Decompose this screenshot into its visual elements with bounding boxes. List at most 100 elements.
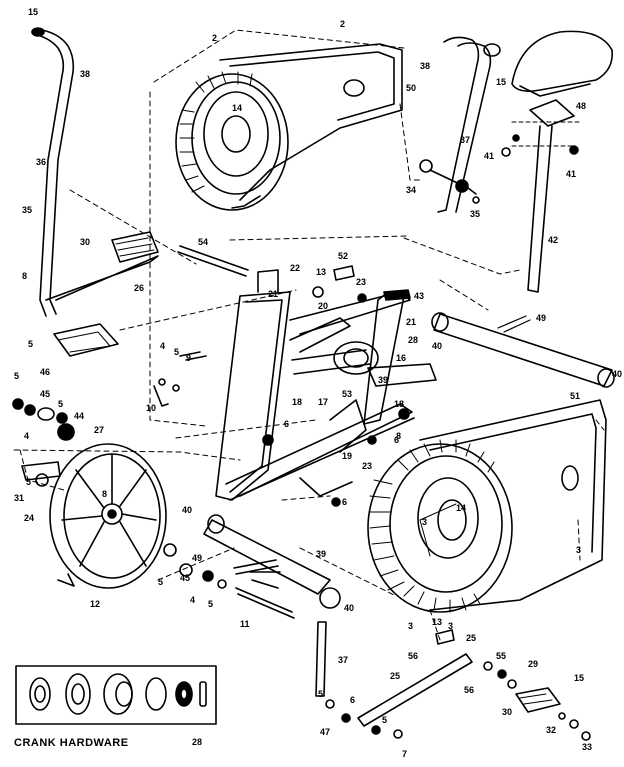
- part-label: 6: [284, 419, 290, 429]
- part-label: 3: [576, 545, 582, 555]
- part-label: 22: [290, 263, 301, 273]
- part-label: 51: [570, 391, 581, 401]
- part-label: 5: [58, 399, 64, 409]
- part-label: 56: [464, 685, 475, 695]
- part-label: 49: [536, 313, 547, 323]
- main-frame: [216, 270, 436, 506]
- part-label: 5: [26, 477, 32, 487]
- part-label: 35: [22, 205, 33, 215]
- part-label: 37: [338, 655, 349, 665]
- part-label: 46: [40, 367, 51, 377]
- part-label: 2: [212, 33, 218, 43]
- part-label: 52: [338, 251, 349, 261]
- part-label: 32: [546, 725, 557, 735]
- part-label: 10: [146, 403, 157, 413]
- part-label: 14: [456, 503, 467, 513]
- part-label: 27: [94, 425, 105, 435]
- right-handlebar: [420, 37, 500, 212]
- part-label: 5: [158, 577, 164, 587]
- part-label: 5: [174, 347, 180, 357]
- part-label: 55: [496, 651, 507, 661]
- part-label: 17: [318, 397, 329, 407]
- part-label: 28: [408, 335, 419, 345]
- part-label: 40: [612, 369, 623, 379]
- part-label: 48: [576, 101, 587, 111]
- part-label: 35: [470, 209, 481, 219]
- part-label: 5: [208, 599, 214, 609]
- part-label: 16: [396, 353, 407, 363]
- left-crank-hardware: [13, 324, 206, 486]
- part-label: 5: [28, 339, 34, 349]
- part-label: 4: [24, 431, 30, 441]
- pedal-left: [112, 232, 158, 262]
- part-label: 8: [102, 489, 108, 499]
- part-label: 47: [320, 727, 331, 737]
- part-label: 8: [396, 431, 402, 441]
- part-label: 53: [342, 389, 353, 399]
- part-label: 4: [160, 341, 166, 351]
- part-label: 6: [342, 497, 348, 507]
- part-label: 2: [340, 19, 346, 29]
- part-label: 25: [466, 633, 477, 643]
- part-label: 21: [406, 317, 417, 327]
- part-label: 23: [356, 277, 367, 287]
- part-label: 33: [582, 742, 593, 752]
- part-label: 30: [80, 237, 91, 247]
- part-label: 29: [528, 659, 539, 669]
- part-label: 12: [90, 599, 101, 609]
- part-label: 20: [318, 301, 329, 311]
- part-label: 43: [414, 291, 425, 301]
- top-hardware: [313, 266, 410, 302]
- part-label: 11: [240, 619, 250, 629]
- part-label: 37: [460, 135, 471, 145]
- part-label: 9: [186, 353, 192, 363]
- part-label: 18: [394, 399, 405, 409]
- part-label: 39: [316, 549, 327, 559]
- part-label: 39: [378, 375, 389, 385]
- part-label: 41: [484, 151, 495, 161]
- part-label: 38: [80, 69, 91, 79]
- part-label: 14: [232, 103, 243, 113]
- part-label: 45: [180, 573, 191, 583]
- part-label: 34: [406, 185, 417, 195]
- part-label: 19: [342, 451, 353, 461]
- part-label: 6: [350, 695, 356, 705]
- part-label: 6: [394, 435, 400, 445]
- part-label: 40: [182, 505, 193, 515]
- part-label: 40: [344, 603, 355, 613]
- part-label: 38: [420, 61, 431, 71]
- part-label: 3: [422, 517, 428, 527]
- part-label: 36: [36, 157, 47, 167]
- part-label: 15: [496, 77, 507, 87]
- part-label: 8: [22, 271, 28, 281]
- left-handlebar: [32, 28, 158, 316]
- part-label: 7: [402, 749, 408, 759]
- part-label: 54: [198, 237, 209, 247]
- part-label: 5: [14, 371, 20, 381]
- front-stabilizer: [204, 515, 340, 608]
- left-flywheel: [50, 444, 166, 588]
- part-label: 44: [74, 411, 85, 421]
- top-chain-guard: [176, 44, 402, 210]
- part-label: 25: [390, 671, 401, 681]
- seat: [502, 31, 612, 292]
- bar-54: [178, 246, 248, 276]
- part-label: 5: [318, 689, 324, 699]
- part-label: 40: [432, 341, 443, 351]
- part-label: 31: [14, 493, 25, 503]
- part-label: 4: [190, 595, 196, 605]
- part-label: 5: [382, 715, 388, 725]
- part-label: 15: [28, 7, 39, 17]
- part-label: 56: [408, 651, 419, 661]
- crank-hardware-box: [16, 666, 216, 724]
- part-label: 23: [362, 461, 373, 471]
- part-label: 18: [292, 397, 303, 407]
- part-label: 15: [574, 673, 585, 683]
- part-label: 50: [406, 83, 417, 93]
- right-chain-guard: [368, 400, 606, 612]
- crank-hardware-caption: CRANK HARDWARE: [14, 737, 129, 749]
- part-label: 24: [24, 513, 35, 523]
- part-label: 3: [448, 621, 454, 631]
- part-label: 13: [432, 617, 443, 627]
